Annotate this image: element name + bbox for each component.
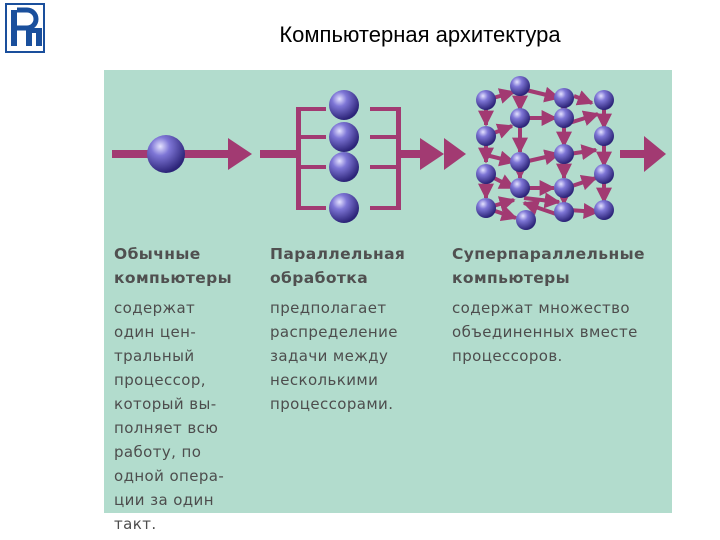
processor-sphere: [147, 135, 185, 173]
processor-sphere: [476, 90, 496, 110]
architecture-diagram: [112, 76, 666, 230]
arrow-icon: [420, 138, 444, 170]
architecture-figure: Обычные компьютеры Параллельная обработк…: [104, 70, 672, 533]
slide-title: Компьютерная архитектура: [279, 22, 561, 47]
processor-sphere: [510, 152, 530, 172]
processor-sphere: [516, 210, 536, 230]
hse-logo-icon: [5, 3, 45, 53]
processor-sphere: [329, 193, 359, 223]
processor-sphere: [594, 200, 614, 220]
arrow-icon: [644, 136, 666, 172]
superparallel-diagram: [444, 76, 666, 230]
processor-sphere: [510, 108, 530, 128]
processor-sphere: [510, 76, 530, 96]
processor-sphere: [554, 88, 574, 108]
column-description: предполагает распределение задачи между …: [270, 299, 398, 413]
processor-sphere: [594, 90, 614, 110]
processor-sphere: [476, 126, 496, 146]
arrow-icon: [228, 138, 252, 170]
column-heading: Суперпараллельные компьютеры: [452, 245, 645, 287]
processor-sphere: [329, 122, 359, 152]
processor-sphere: [476, 198, 496, 218]
processor-sphere: [329, 152, 359, 182]
processor-sphere: [594, 126, 614, 146]
column-heading: Обычные компьютеры: [114, 245, 233, 287]
processor-sphere: [554, 178, 574, 198]
processor-sphere: [476, 164, 496, 184]
processor-sphere: [554, 108, 574, 128]
processor-sphere: [554, 144, 574, 164]
column-description: содержат множество объединенных вместе п…: [452, 299, 638, 365]
column-heading: Параллельная обработка: [270, 245, 406, 287]
single-processor-diagram: [112, 135, 252, 173]
processor-sphere: [594, 164, 614, 184]
column-description: содержат один цен- тральный процессор, к…: [114, 299, 225, 533]
processor-sphere: [554, 202, 574, 222]
processor-sphere: [329, 90, 359, 120]
parallel-processing-diagram: [260, 90, 444, 223]
processor-sphere: [510, 178, 530, 198]
